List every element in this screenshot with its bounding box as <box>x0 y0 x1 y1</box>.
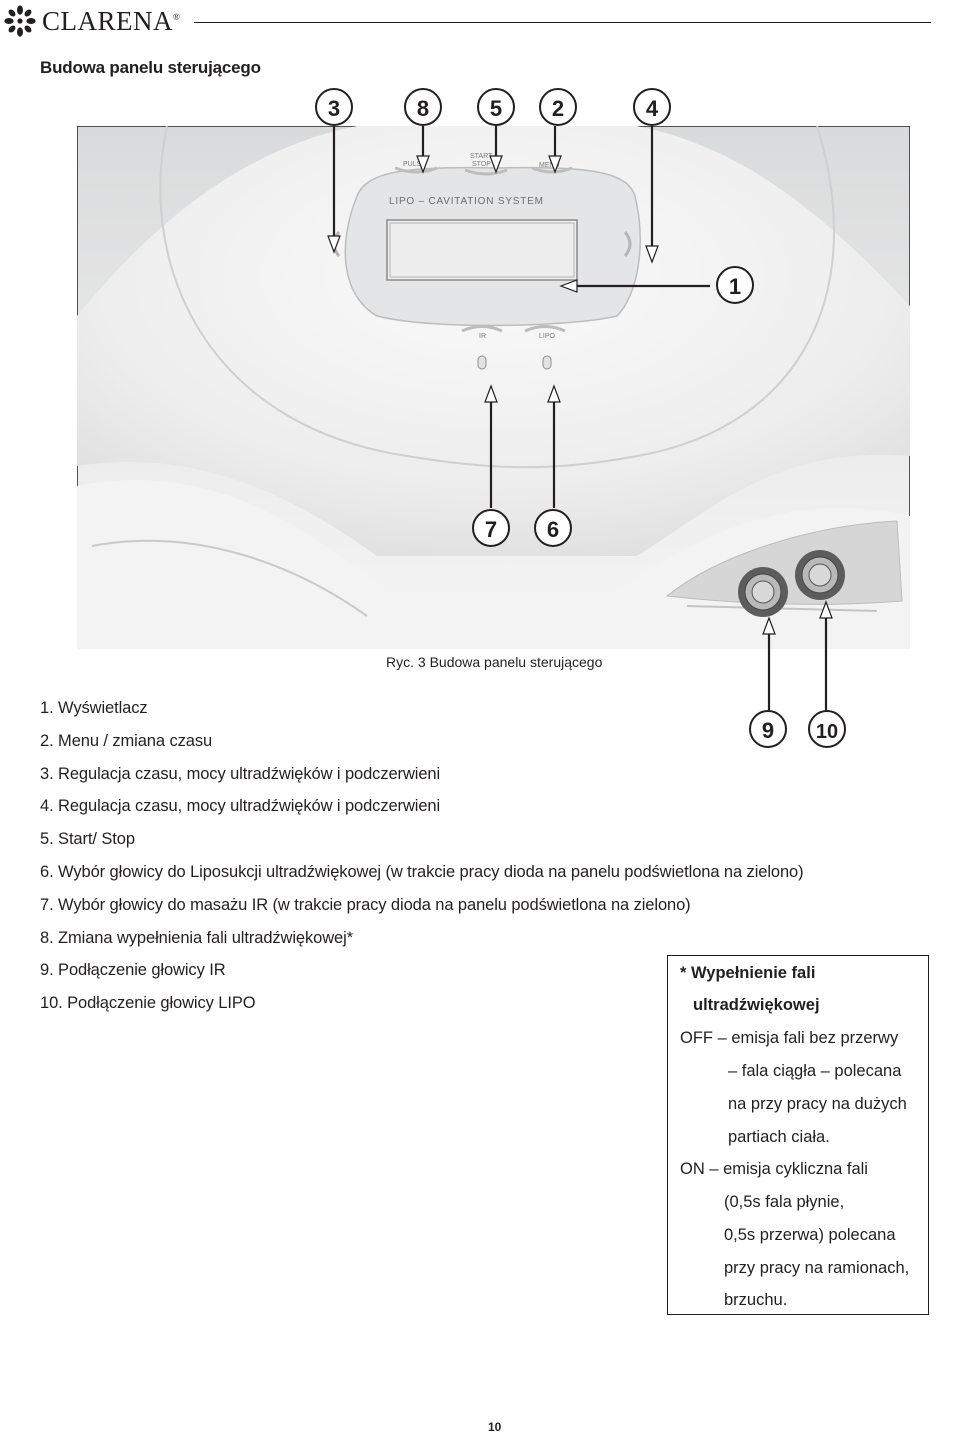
page-number: 10 <box>488 1420 502 1434</box>
panel-title-label: LIPO – CAVITATION SYSTEM <box>389 196 544 207</box>
start-button-label: START <box>470 153 493 160</box>
legend-item: 4. Regulacja czasu, mocy ultradźwięków i… <box>40 797 441 816</box>
svg-text:4: 4 <box>646 96 659 121</box>
callout-3: 3 <box>315 88 353 126</box>
note-off-line1: OFF – emisja fali bez przerwy <box>680 1029 899 1047</box>
figure-caption: Ryc. 3 Budowa panelu sterującego <box>386 654 603 670</box>
legend-item: 10. Podłączenie głowicy LIPO <box>40 994 256 1013</box>
menu-button-label: MENU <box>539 162 560 169</box>
clarena-logo: CLARENA® <box>2 4 242 38</box>
note-on-line5: brzuchu. <box>724 1291 788 1309</box>
svg-text:3: 3 <box>328 96 340 121</box>
svg-text:9: 9 <box>762 718 774 743</box>
stop-button-label: STOP <box>472 161 491 168</box>
legend-item: 3. Regulacja czasu, mocy ultradźwięków i… <box>40 764 441 783</box>
control-panel-photo: LIPO – CAVITATION SYSTEM PULSE START STO… <box>77 126 910 649</box>
figure-callouts: 3 8 5 2 4 1 7 6 9 10 <box>315 88 846 748</box>
callout-circles: 3 8 5 2 4 1 7 6 9 10 <box>315 88 846 748</box>
note-title-line1: * Wypełnienie fali <box>680 964 816 982</box>
legend-item: 5. Start/ Stop <box>40 830 135 849</box>
lipo-connector-socket-icon <box>795 550 845 600</box>
callout-4: 4 <box>633 88 671 126</box>
callout-2: 2 <box>539 88 577 126</box>
note-off-line3: na przy pracy na dużych <box>728 1095 907 1113</box>
legend-item: 8. Zmiana wypełnienia fali ultradźwiękow… <box>40 928 354 947</box>
flower-logo-icon <box>4 5 36 37</box>
section-title: Budowa panelu sterującego <box>40 58 261 77</box>
callout-1: 1 <box>716 266 754 304</box>
wave-fill-note-box: * Wypełnienie fali ultradźwiękowej OFF –… <box>667 955 929 1315</box>
callout-10: 10 <box>808 710 846 748</box>
component-legend: 1. Wyświetlacz 2. Menu / zmiana czasu 3.… <box>40 692 804 1020</box>
legend-item: 7. Wybór głowicy do masażu IR (w trakcie… <box>40 895 691 914</box>
brand-name: CLARENA® <box>42 5 181 36</box>
note-off-line2: – fala ciągła – polecana <box>728 1062 902 1080</box>
pulse-button-label: PULSE <box>403 161 426 168</box>
note-on-line3: 0,5s przerwa) polecana <box>724 1226 896 1244</box>
legend-item: 9. Podłączenie głowicy IR <box>40 961 226 980</box>
note-on-line2: (0,5s fala płynie, <box>724 1193 845 1211</box>
callout-5: 5 <box>477 88 515 126</box>
callout-7: 7 <box>472 509 510 547</box>
legend-item: 2. Menu / zmiana czasu <box>40 731 213 750</box>
svg-text:5: 5 <box>490 96 502 121</box>
svg-text:8: 8 <box>417 96 429 121</box>
svg-text:6: 6 <box>547 517 559 542</box>
svg-text:2: 2 <box>552 96 564 121</box>
callout-9: 9 <box>749 710 787 748</box>
callout-6: 6 <box>534 509 572 547</box>
header-rule <box>194 22 931 23</box>
callout-8: 8 <box>404 88 442 126</box>
note-on-line4: przy pracy na ramionach, <box>724 1259 910 1277</box>
svg-text:10: 10 <box>816 721 838 743</box>
svg-text:1: 1 <box>729 274 741 299</box>
note-on-line1: ON – emisja cykliczna fali <box>680 1160 868 1178</box>
lipo-button-label: LIPO <box>539 333 556 340</box>
svg-text:7: 7 <box>485 517 497 542</box>
ir-connector-socket-icon <box>738 567 788 617</box>
ir-button-label: IR <box>479 333 486 340</box>
legend-item: 1. Wyświetlacz <box>40 699 148 717</box>
note-title-line2: ultradźwiękowej <box>693 996 820 1014</box>
note-off-line4: partiach ciała. <box>728 1128 830 1146</box>
legend-item: 6. Wybór głowicy do Liposukcji ultradźwi… <box>40 862 804 881</box>
